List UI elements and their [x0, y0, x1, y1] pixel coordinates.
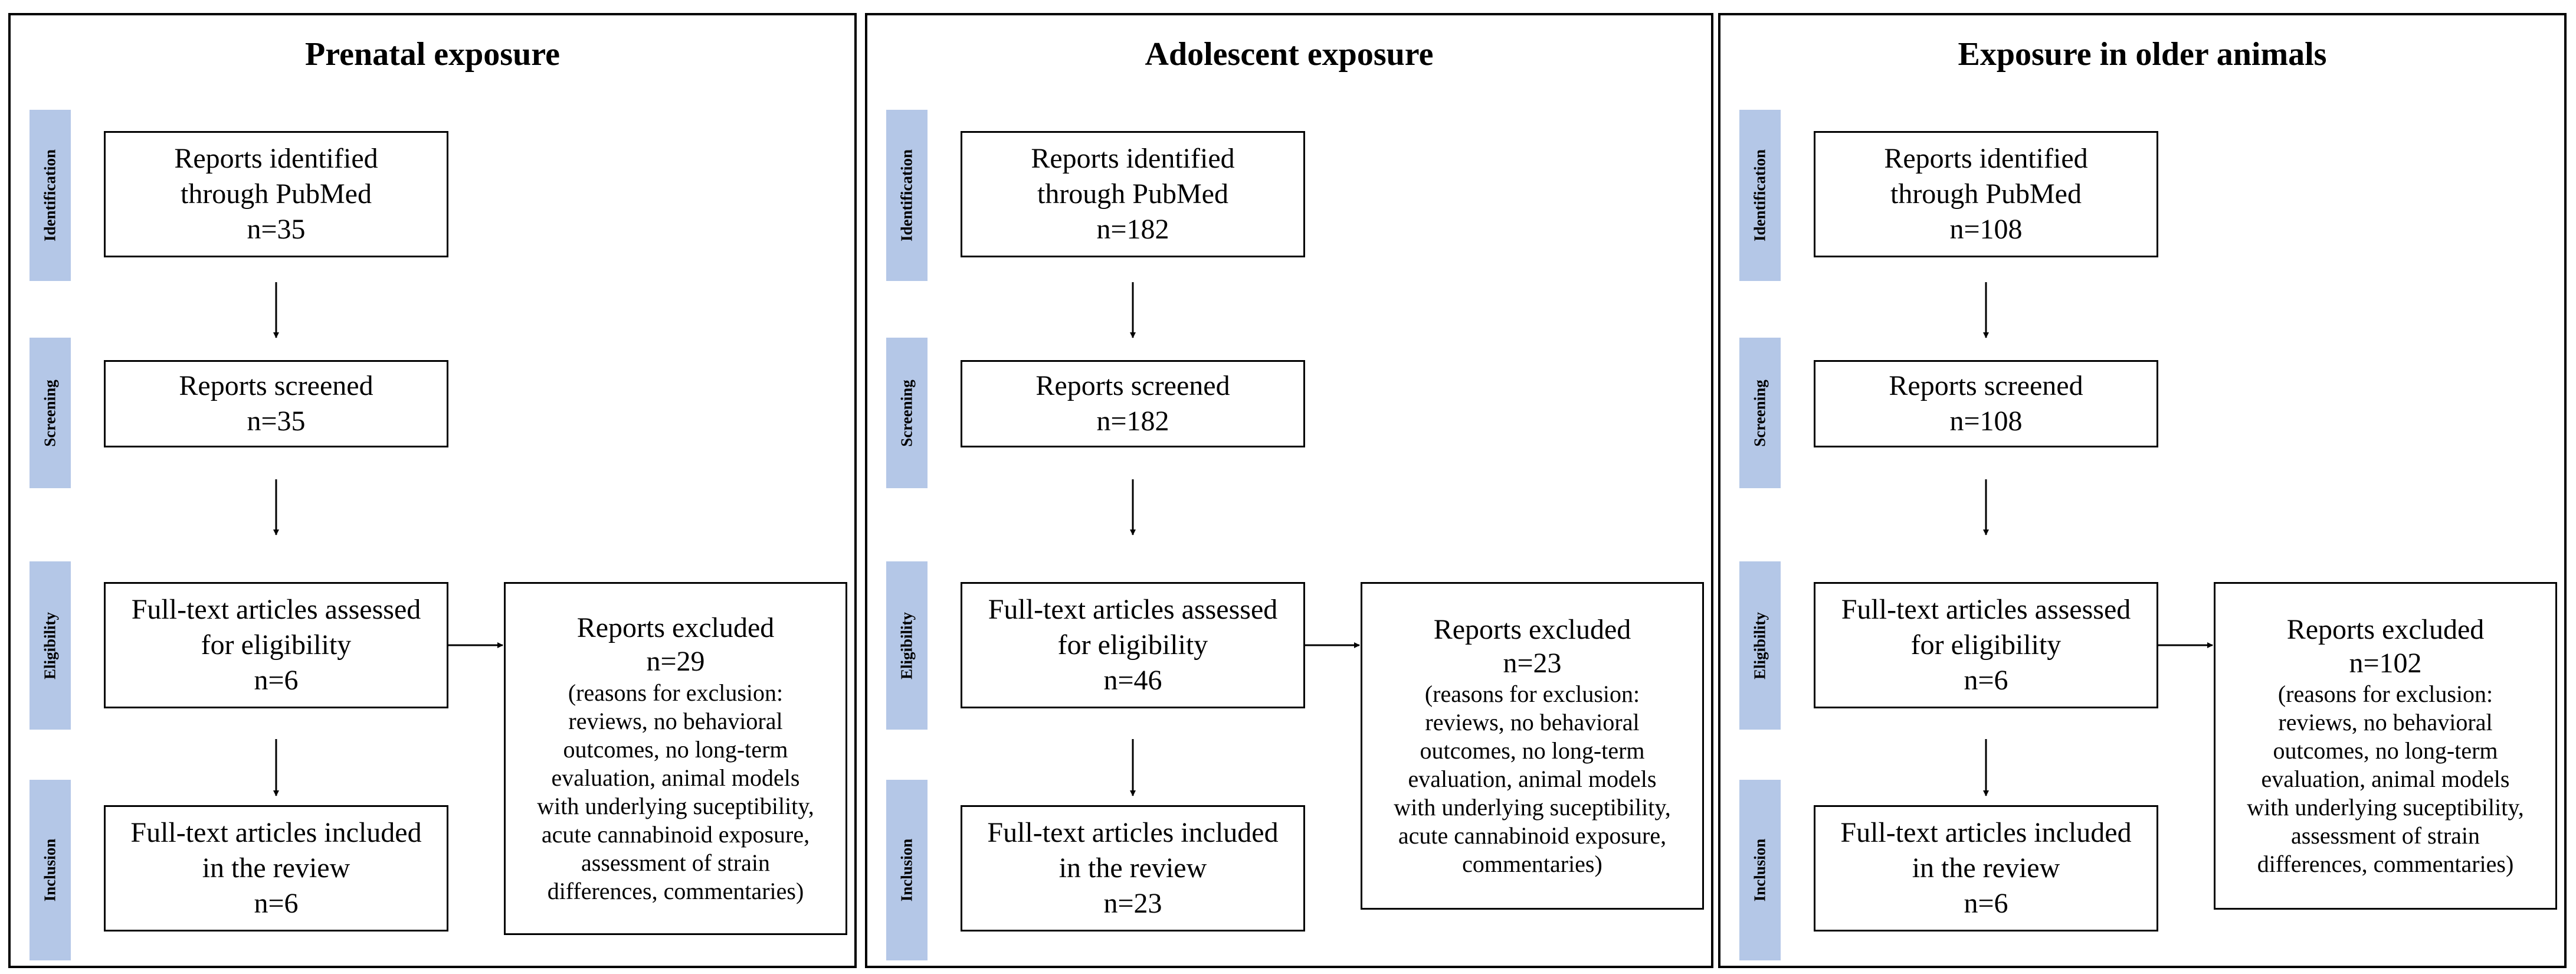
identified-box: Reports identified through PubMed n=108	[1814, 131, 2158, 257]
excluded-count: n=29	[646, 646, 705, 677]
stage-inclusion: Inclusion	[30, 780, 71, 960]
panel-adolescent: Adolescent exposure Identification Scree…	[865, 13, 1713, 968]
identified-box: Reports identified through PubMed n=182	[961, 131, 1305, 257]
included-count: n=23	[1103, 888, 1162, 919]
screened-box: Reports screened n=35	[104, 360, 448, 447]
assessed-label: Full-text articles assessed for eligibil…	[131, 594, 421, 661]
stage-identification: Identification	[1739, 110, 1781, 281]
excluded-label: Reports excluded	[2286, 613, 2485, 645]
panel-prenatal: Prenatal exposure Identification Screeni…	[8, 13, 857, 968]
excluded-count: n=23	[1503, 647, 1562, 679]
screened-label: Reports screened	[179, 370, 373, 401]
exclusion-reasons: (reasons for exclusion: reviews, no beha…	[537, 679, 814, 904]
screened-box: Reports screened n=108	[1814, 360, 2158, 447]
excluded-box: Reports excluded n=102 (reasons for excl…	[2214, 582, 2557, 910]
included-box: Full-text articles included in the revie…	[104, 805, 448, 931]
assessed-count: n=46	[1103, 665, 1162, 696]
excluded-label: Reports excluded	[1433, 613, 1631, 645]
excluded-label: Reports excluded	[576, 612, 775, 644]
included-box: Full-text articles included in the revie…	[961, 805, 1305, 931]
screened-count: n=108	[1949, 406, 2023, 437]
identified-box: Reports identified through PubMed n=35	[104, 131, 448, 257]
identified-count: n=35	[247, 214, 306, 245]
screened-count: n=35	[247, 406, 306, 437]
stage-screening: Screening	[30, 338, 71, 488]
stage-eligibility: Eligibility	[1739, 561, 1781, 730]
panel-older-animals: Exposure in older animals Identification…	[1718, 13, 2567, 968]
included-label: Full-text articles included in the revie…	[130, 817, 422, 884]
stage-identification: Identification	[30, 110, 71, 281]
screened-label: Reports screened	[1035, 370, 1230, 401]
exclusion-reasons: (reasons for exclusion: reviews, no beha…	[1394, 681, 1671, 878]
screened-count: n=182	[1096, 406, 1169, 437]
screened-label: Reports screened	[1889, 370, 2083, 401]
screened-box: Reports screened n=182	[961, 360, 1305, 447]
stage-identification: Identification	[886, 110, 928, 281]
flow-arrows	[1983, 282, 2213, 796]
exclusion-reasons: (reasons for exclusion: reviews, no beha…	[2247, 681, 2524, 878]
stage-eligibility: Eligibility	[886, 561, 928, 730]
identified-count: n=182	[1096, 214, 1169, 245]
assessed-count: n=6	[1964, 665, 2008, 696]
stage-inclusion: Inclusion	[886, 780, 928, 960]
assessed-label: Full-text articles assessed for eligibil…	[988, 594, 1278, 661]
assessed-box: Full-text articles assessed for eligibil…	[961, 582, 1305, 708]
assessed-count: n=6	[254, 665, 299, 696]
included-label: Full-text articles included in the revie…	[987, 817, 1279, 884]
included-count: n=6	[1964, 888, 2008, 919]
panel-title: Exposure in older animals	[1958, 36, 2327, 73]
identified-count: n=108	[1949, 214, 2023, 245]
assessed-label: Full-text articles assessed for eligibil…	[1841, 594, 2131, 661]
excluded-count: n=102	[2349, 647, 2422, 679]
identified-label: Reports identified through PubMed	[1884, 143, 2088, 210]
stage-screening: Screening	[1739, 338, 1781, 488]
panel-title: Prenatal exposure	[305, 36, 560, 73]
stage-inclusion: Inclusion	[1739, 780, 1781, 960]
stage-eligibility: Eligibility	[30, 561, 71, 730]
excluded-box: Reports excluded n=23 (reasons for exclu…	[1361, 582, 1704, 910]
included-count: n=6	[254, 888, 299, 919]
identified-label: Reports identified through PubMed	[174, 143, 378, 210]
excluded-box: Reports excluded n=29 (reasons for exclu…	[504, 582, 847, 935]
identified-label: Reports identified through PubMed	[1031, 143, 1235, 210]
panel-title: Adolescent exposure	[1145, 36, 1434, 73]
included-label: Full-text articles included in the revie…	[1840, 817, 2132, 884]
stage-screening: Screening	[886, 338, 928, 488]
assessed-box: Full-text articles assessed for eligibil…	[104, 582, 448, 708]
assessed-box: Full-text articles assessed for eligibil…	[1814, 582, 2158, 708]
flow-arrows	[1130, 282, 1360, 796]
included-box: Full-text articles included in the revie…	[1814, 805, 2158, 931]
flow-arrows	[273, 282, 503, 796]
